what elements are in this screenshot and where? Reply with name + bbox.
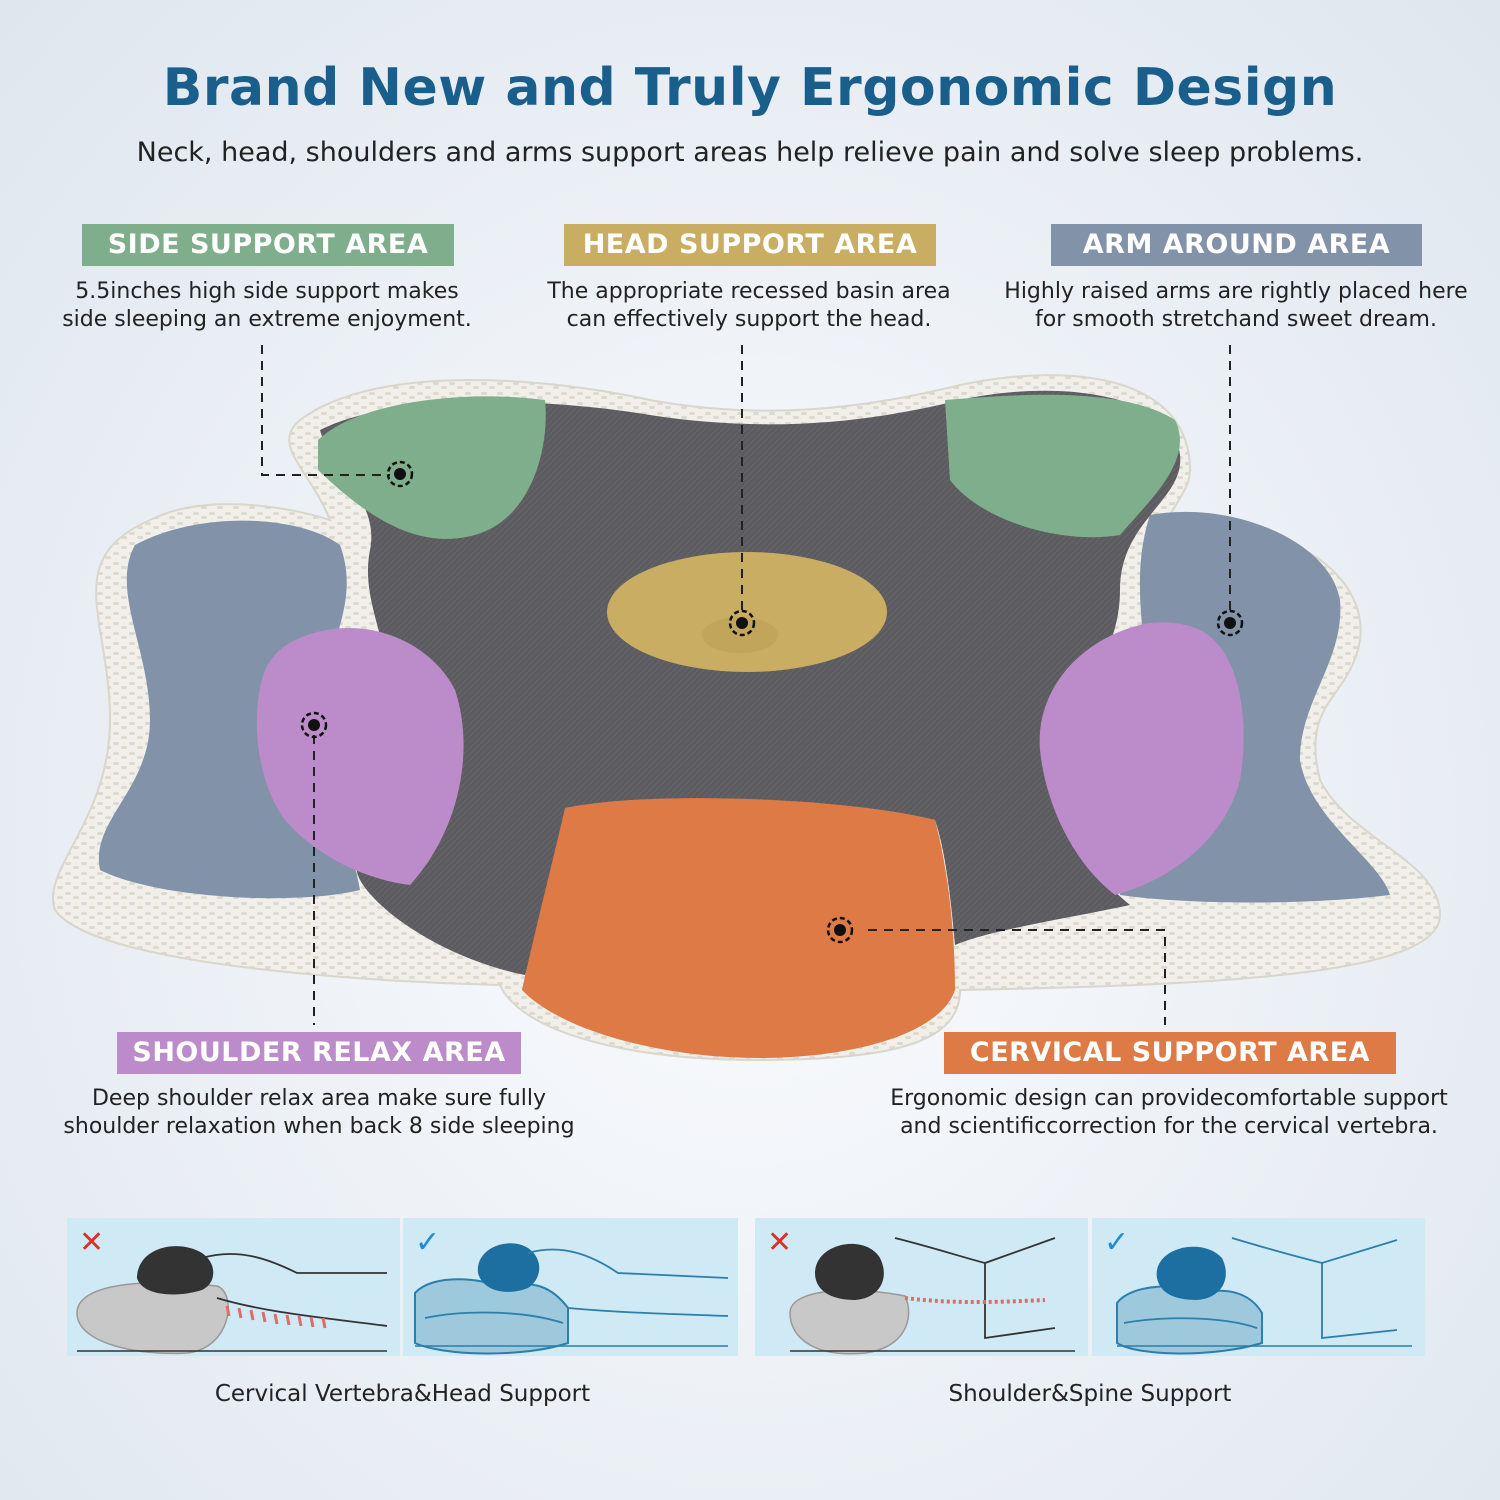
target-shoulder	[300, 711, 328, 739]
pillow-cover	[320, 390, 1181, 975]
caption-spine-support: Shoulder&Spine Support	[948, 1381, 1232, 1407]
page-subtitle: Neck, head, shoulders and arms support a…	[136, 137, 1364, 168]
desc-head-line1: The appropriate recessed basin area	[547, 279, 951, 304]
shoulder-relax-left	[256, 628, 464, 885]
tag-side-support: SIDE SUPPORT AREA	[82, 224, 454, 266]
desc-head-line2: can effectively support the head.	[566, 307, 932, 332]
desc-side-line2: side sleeping an extreme enjoyment.	[62, 307, 472, 332]
leader-side	[261, 345, 390, 476]
tag-arm-around: ARM AROUND AREA	[1051, 224, 1422, 266]
check-mark-icon: ✓	[415, 1225, 441, 1260]
desc-shoulder-relax: Deep shoulder relax area make sure fully…	[30, 1085, 608, 1141]
head-support-basin	[607, 552, 887, 672]
side-support-right	[945, 394, 1180, 538]
target-markers	[300, 460, 1244, 944]
desc-cervical-line1: Ergonomic design can providecomfortable …	[890, 1086, 1448, 1111]
comparison-panel-neck-right: ✓	[403, 1218, 738, 1356]
desc-shoulder-line2: shoulder relaxation when back 8 side sle…	[63, 1114, 575, 1139]
desc-side-support: 5.5inches high side support makes side s…	[40, 278, 494, 334]
desc-arm-line2: for smooth stretchand sweet dream.	[1035, 307, 1437, 332]
desc-shoulder-line1: Deep shoulder relax area make sure fully	[91, 1086, 546, 1111]
wrong-mark-icon: ✕	[79, 1225, 105, 1260]
desc-side-line1: 5.5inches high side support makes	[75, 279, 459, 304]
comparison-panel-spine-right: ✓	[1092, 1218, 1425, 1356]
target-cervical	[826, 916, 854, 944]
side-support-left	[318, 396, 546, 539]
leader-cervical	[868, 929, 1166, 1025]
comparison-panel-neck-wrong: ✕	[67, 1218, 400, 1356]
spine-wrong-illustration	[789, 1237, 1075, 1355]
target-head	[728, 609, 756, 637]
desc-cervical-support: Ergonomic design can providecomfortable …	[862, 1085, 1476, 1141]
target-side	[386, 460, 414, 488]
caption-neck-support: Cervical Vertebra&Head Support	[214, 1381, 591, 1407]
shoulder-relax-right	[1039, 622, 1244, 895]
page-title: Brand New and Truly Ergonomic Design	[162, 58, 1338, 118]
target-arm	[1216, 609, 1244, 637]
neck-right-illustration	[414, 1243, 729, 1355]
comparison-panel-spine-wrong: ✕	[755, 1218, 1088, 1356]
desc-head-support: The appropriate recessed basin area can …	[520, 278, 978, 334]
wrong-mark-icon: ✕	[767, 1225, 793, 1260]
leader-lines	[261, 345, 1231, 1025]
spine-right-illustration	[1116, 1237, 1412, 1355]
neck-wrong-illustration	[76, 1246, 388, 1355]
tag-head-support: HEAD SUPPORT AREA	[564, 224, 936, 266]
desc-arm-around: Highly raised arms are rightly placed he…	[985, 278, 1487, 334]
desc-arm-line1: Highly raised arms are rightly placed he…	[1004, 279, 1468, 304]
check-mark-icon: ✓	[1104, 1225, 1130, 1260]
desc-cervical-line2: and scientificcorrection for the cervica…	[900, 1114, 1438, 1139]
tag-shoulder-relax: SHOULDER RELAX AREA	[117, 1032, 521, 1074]
tag-cervical-support: CERVICAL SUPPORT AREA	[944, 1032, 1396, 1074]
cervical-support	[522, 798, 955, 1058]
